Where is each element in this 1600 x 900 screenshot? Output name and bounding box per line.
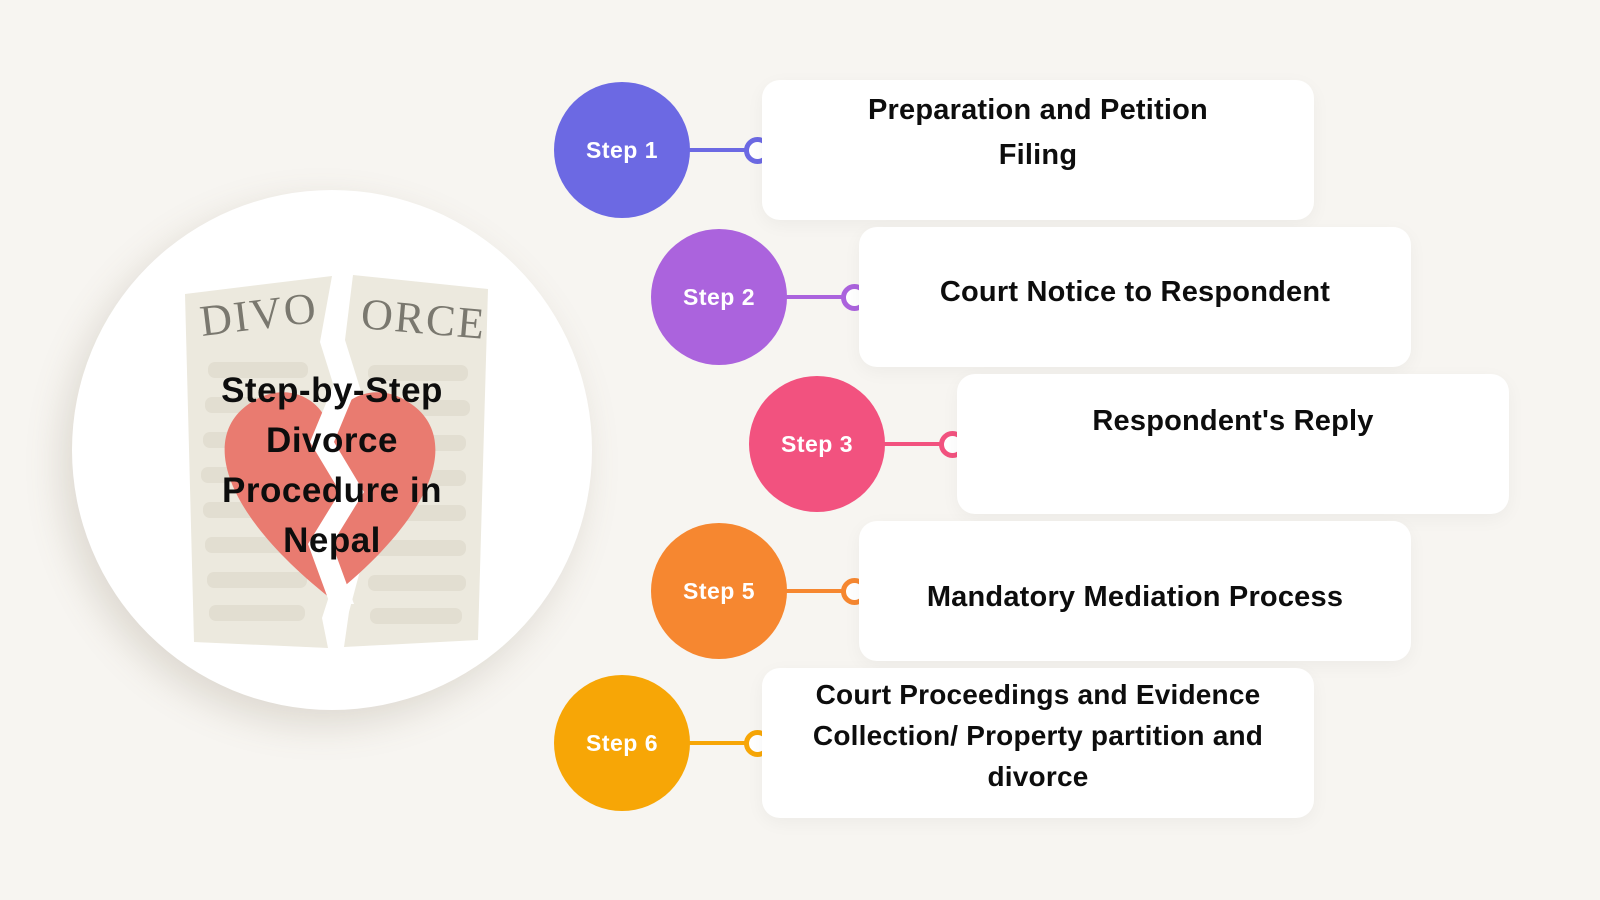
step-card-title: Mandatory Mediation Process	[927, 575, 1343, 620]
step-badge: Step 2	[651, 229, 787, 365]
paper-text-line	[207, 572, 307, 588]
paper-text-line	[366, 540, 466, 556]
step-badge: Step 5	[651, 523, 787, 659]
step-card: Court Notice to Respondent	[859, 227, 1411, 367]
step-card: Mandatory Mediation Process	[859, 521, 1411, 661]
step-card-title-line: Respondent's Reply	[1092, 404, 1374, 437]
step-card-title: Respondent's Reply	[1092, 399, 1373, 444]
step-badge-label: Step 6	[585, 729, 659, 756]
step-card: Respondent's Reply	[957, 374, 1509, 514]
step-badge: Step 6	[554, 675, 690, 811]
step-card-title-line: Court Notice to Respondent	[939, 275, 1331, 308]
intro-circle: DIVO ORCE Step-by-Step Divorce Procedure…	[72, 190, 592, 710]
connector-line	[781, 589, 845, 593]
paper-text-line	[370, 608, 462, 624]
step-card-title-line: Mandatory Mediation Process	[926, 580, 1344, 613]
step-badge: Step 3	[749, 376, 885, 512]
step-badge: Step 1	[554, 82, 690, 218]
broken-heart-icon	[224, 392, 436, 598]
step-card-title-line: Collection/ Property partition and	[812, 719, 1264, 751]
divorce-word-right: ORCE	[359, 289, 488, 349]
infographic-title-line: Divorce	[266, 421, 398, 460]
torn-divorce-paper-illustration: DIVO ORCE	[185, 275, 488, 648]
step-card-title: Court Notice to Respondent	[940, 270, 1330, 315]
paper-text-line	[208, 362, 308, 378]
connector-line	[879, 442, 943, 446]
infographic-title-line: Step-by-Step	[221, 371, 443, 410]
step-card-title-line: Preparation and Petition	[868, 94, 1208, 126]
infographic-title-line: Procedure in	[222, 471, 442, 510]
step-card-title-line: Court Proceedings and Evidence	[815, 678, 1261, 710]
heart-crack	[308, 384, 364, 604]
infographic-title-line: Nepal	[283, 521, 381, 560]
step-card-title-line: divorce	[987, 760, 1089, 792]
step-badge-label: Step 2	[682, 283, 756, 310]
step-row: Step 5 Mandatory Mediation Process	[651, 521, 1411, 661]
connector-line	[684, 741, 748, 745]
infographic-title: Step-by-Step Divorce Procedure in Nepal	[112, 366, 552, 566]
paper-text-line	[368, 365, 468, 381]
connector-line	[781, 295, 845, 299]
step-row: Step 2 Court Notice to Respondent	[651, 227, 1411, 367]
step-badge-label: Step 1	[585, 136, 659, 163]
paper-text-line	[368, 575, 466, 591]
paper-text-line	[209, 605, 305, 621]
step-row: Step 3 Respondent's Reply	[749, 374, 1509, 514]
step-card-title-line: Filing	[998, 139, 1078, 171]
step-badge-label: Step 5	[682, 577, 756, 604]
connector-line	[684, 148, 748, 152]
step-badge-label: Step 3	[780, 430, 854, 457]
